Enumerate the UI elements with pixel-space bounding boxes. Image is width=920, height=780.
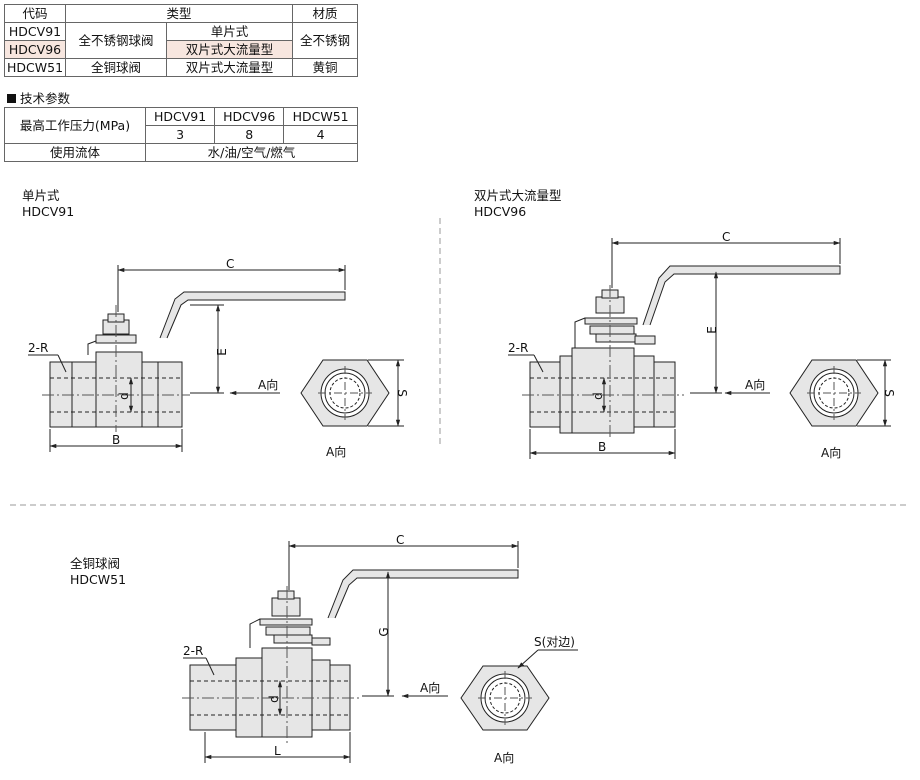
dim-d-label: d (117, 392, 131, 400)
dim-s-label: S (395, 389, 409, 397)
dim-s-label: S(对边) (534, 635, 575, 649)
spec-table: 代码 类型 材质 HDCV91 全不锈钢球阀 单片式 全不锈钢 HDCV96 双… (3, 4, 358, 77)
type-cell: 双片式大流量型 (166, 40, 293, 59)
dim-s-label: S (882, 389, 896, 397)
view-arrow-label: A向 (258, 377, 278, 392)
material-cell: 黄铜 (292, 58, 358, 77)
dim-l-label: L (274, 744, 281, 758)
dimension-labels-hdcv96: C E B d 2-R A向 S A向 (508, 230, 896, 460)
dim-c-label: C (396, 533, 404, 547)
pressure-label: 最高工作压力(MPa) (4, 107, 146, 144)
dim-r-label: 2-R (508, 341, 528, 355)
square-bullet-icon (7, 94, 16, 103)
model-header: HDCV91 (144, 107, 216, 126)
view-label: A向 (326, 444, 346, 459)
code-cell: HDCW51 (3, 58, 67, 77)
dim-e-label: E (705, 326, 719, 334)
view-label: A向 (821, 445, 841, 460)
dim-r-label: 2-R (183, 644, 203, 658)
valve-drawing-hdcw51 (182, 541, 578, 763)
dim-e-label: E (215, 348, 229, 356)
fluid-label: 使用流体 (4, 143, 146, 162)
model-header: HDCW51 (283, 107, 358, 126)
dim-b-label: B (598, 440, 606, 454)
dim-g-label: G (377, 627, 391, 636)
type-group-cell: 全铜球阀 (65, 58, 168, 77)
dim-c-label: C (722, 230, 730, 244)
type-cell: 双片式大流量型 (166, 58, 293, 77)
view-arrow-label: A向 (745, 377, 765, 392)
dimension-labels-hdcw51: C G L d 2-R A向 S(对边) A向 (183, 533, 575, 765)
fluid-value: 水/油/空气/燃气 (145, 143, 358, 162)
tech-params-title: 技术参数 (7, 88, 70, 107)
tech-params-table: 最高工作压力(MPa) HDCV91 HDCV96 HDCW51 3 8 4 使… (4, 107, 358, 162)
valve-drawing-hdcv91 (28, 265, 404, 452)
dim-b-label: B (112, 433, 120, 447)
type-group-cell: 全不锈钢球阀 (65, 22, 168, 59)
dim-d-label: d (267, 695, 281, 703)
dim-d-label: d (591, 392, 605, 400)
view-arrow-label: A向 (420, 680, 440, 695)
dim-r-label: 2-R (28, 341, 48, 355)
model-header: HDCV96 (214, 107, 285, 126)
dim-c-label: C (226, 257, 234, 271)
view-label: A向 (494, 750, 514, 765)
valve-drawing-hdcv96 (508, 238, 891, 459)
dimension-labels-hdcv91: C E B d 2-R A向 S A向 (28, 257, 409, 459)
